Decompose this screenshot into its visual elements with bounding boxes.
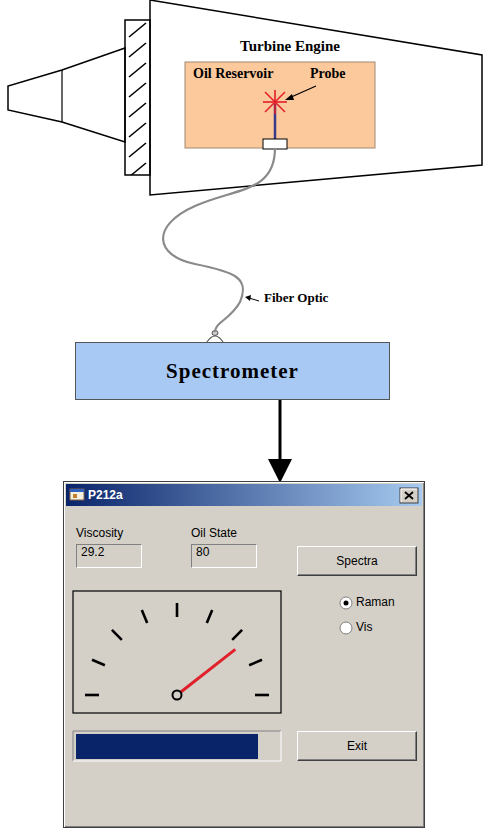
spectra-button: Spectra: [297, 546, 417, 576]
radio-button: [340, 597, 352, 609]
probe-leader: [285, 86, 316, 100]
probe: [263, 90, 287, 149]
field-label: Viscosity: [76, 526, 123, 540]
fiber-connector: [207, 331, 223, 343]
close-button: [400, 488, 418, 503]
gauge-needle: [177, 649, 235, 695]
edge-label: Fiber Optic: [262, 290, 330, 306]
oil-reservoir: Oil Reservoir: [185, 62, 375, 148]
node-label: Oil Reservoir: [193, 66, 273, 82]
button-label: Exit: [347, 739, 367, 753]
radio-label: Raman: [356, 595, 395, 609]
fiber-leader: [245, 295, 259, 301]
gauge-ticks: [85, 603, 269, 695]
gauge-panel: [73, 591, 281, 713]
gauge-hub: [173, 691, 182, 700]
field-value: 80: [191, 544, 257, 568]
field-value: 29.2: [76, 544, 142, 568]
nose-cone: [8, 48, 125, 142]
viscosity-field: Viscosity 29.2: [76, 526, 146, 574]
flow-arrow: [279, 400, 282, 477]
window-title: P212a: [88, 488, 123, 502]
fan-section: [125, 20, 150, 175]
nose-seam: [61, 70, 62, 122]
node-label: Turbine Engine: [240, 38, 340, 55]
dialog-window: P212aViscosity 29.2 Oil State 80 SpectraExit…: [63, 481, 425, 828]
window-icon: [70, 489, 84, 500]
engine-body: [150, 0, 482, 195]
engine-housing: Turbine EngineOil Reservoir: [150, 0, 482, 195]
probe-label: Probe: [310, 66, 346, 82]
node-label: Spectrometer: [166, 359, 299, 384]
fiber-optic-cable: [163, 148, 275, 332]
oil-state-field: Oil State 80: [191, 526, 261, 574]
progress-bar: [73, 731, 281, 761]
field-label: Oil State: [191, 526, 237, 540]
exit-button: Exit: [297, 731, 417, 761]
radio-label: Vis: [356, 620, 372, 634]
oil-reservoir-fill: [185, 62, 375, 148]
button-label: Spectra: [336, 554, 377, 568]
spectrometer-box: Spectrometer: [75, 342, 390, 400]
radio-button: [340, 622, 352, 634]
